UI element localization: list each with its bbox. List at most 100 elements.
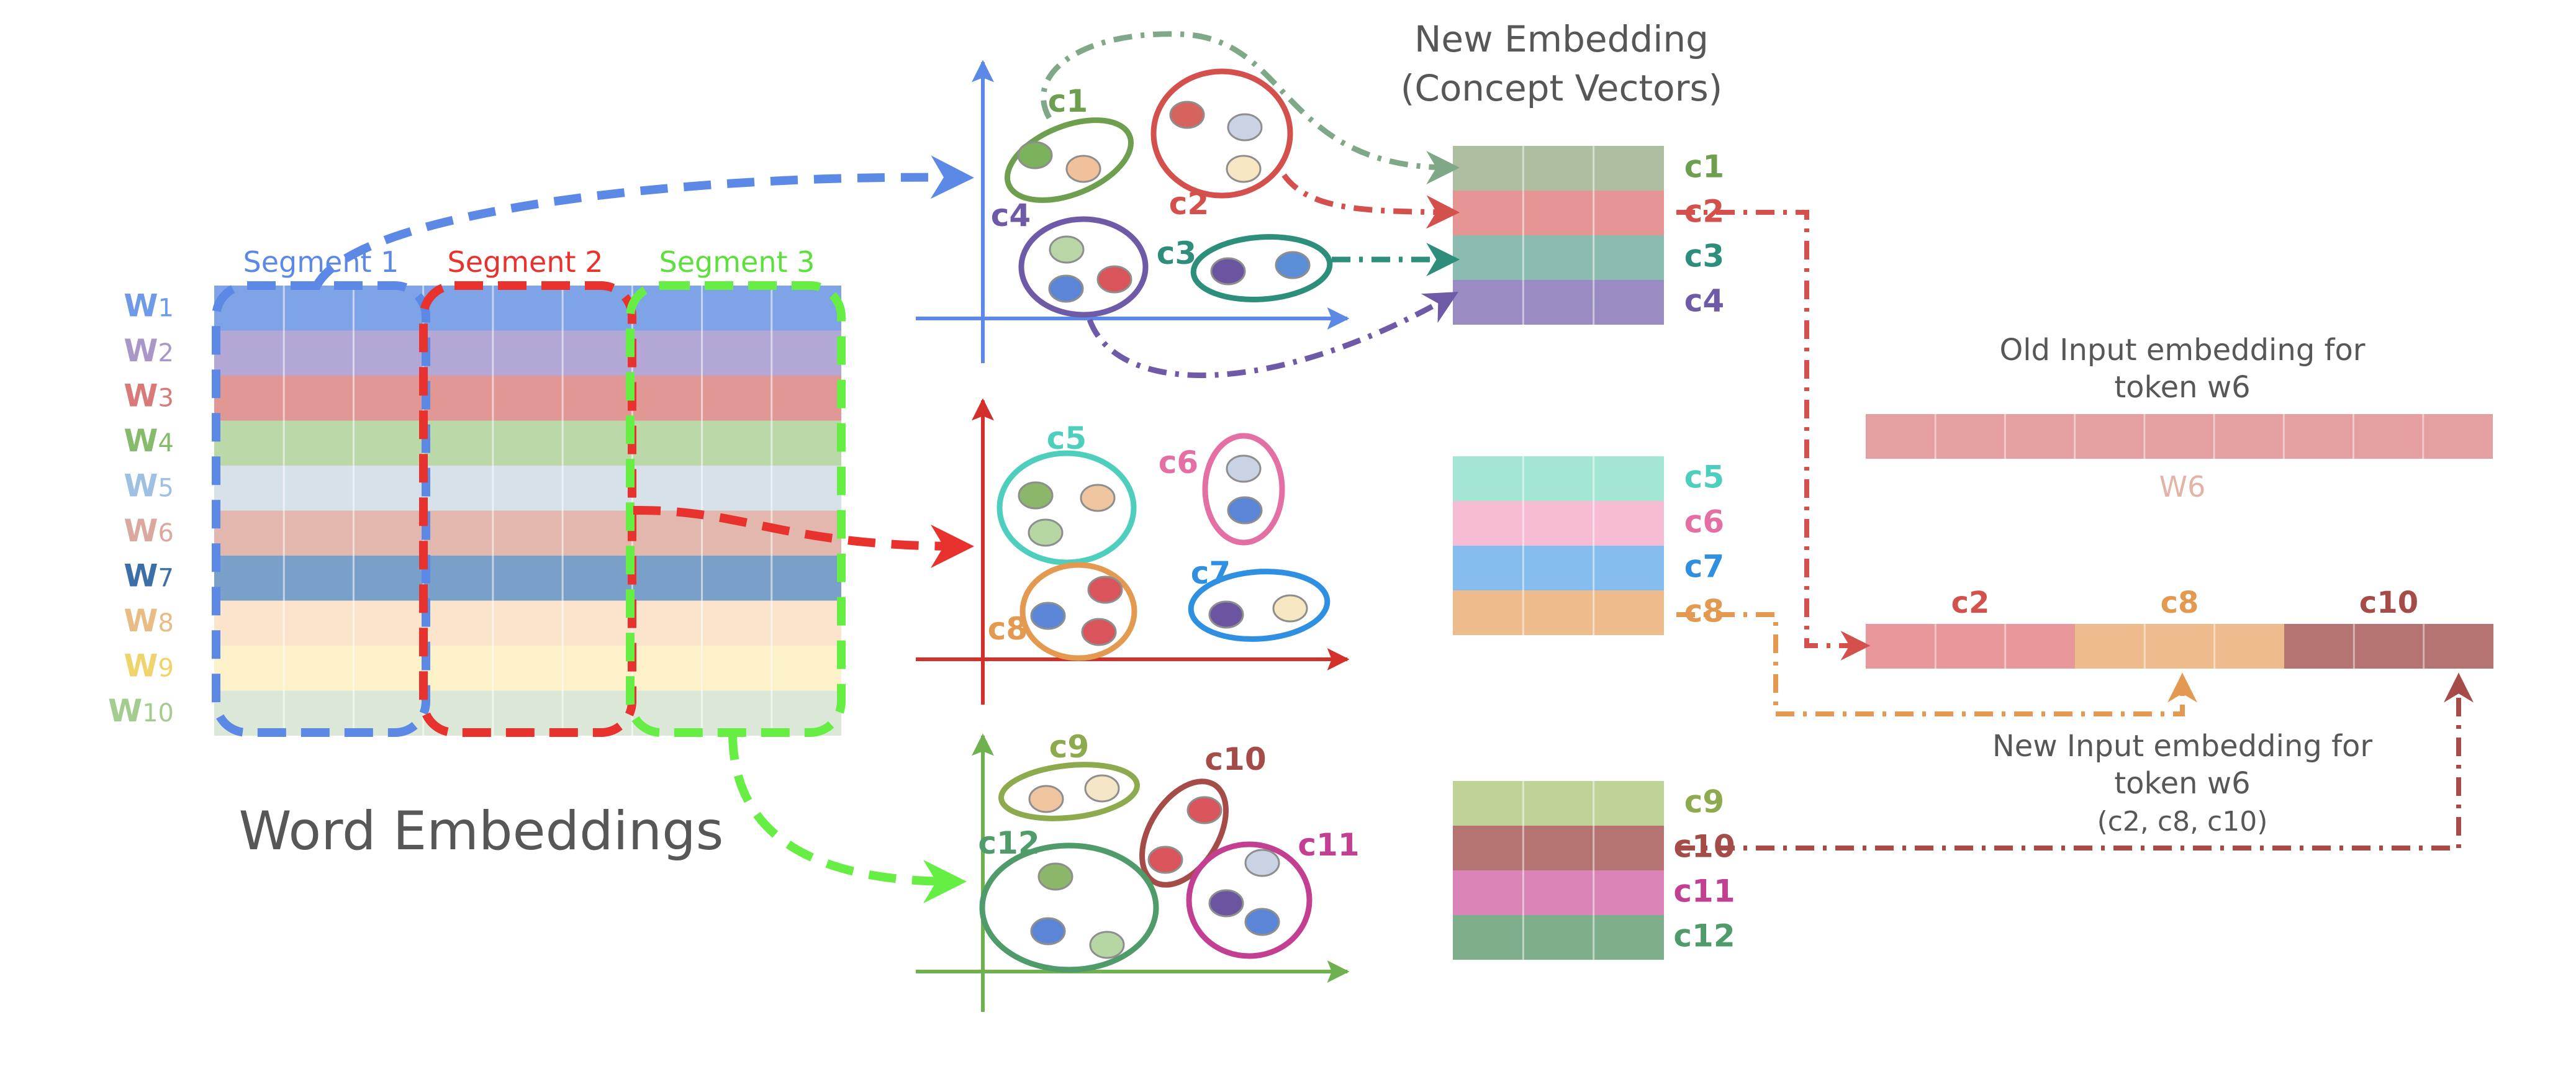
concept-vector-c10 [1453,826,1664,870]
concept-plot-1 [916,60,1350,363]
cluster-c6: c6 [1159,433,1285,546]
concept-vector-c6 [1453,501,1664,546]
cluster-c8-ellipse [1019,562,1137,661]
concept-vector-c11 [1453,870,1664,915]
word-row-w9 [214,646,841,691]
c1-to-vector-arrow [1041,31,1460,184]
concept-vector-c9 [1453,781,1664,826]
cluster-c11: c11 [1186,827,1360,959]
concept-vector-c8 [1453,590,1664,635]
new-input-part-c8 [2075,624,2284,669]
cluster-c10-point [1147,846,1183,874]
word-label-number: 1 [158,294,174,322]
cluster-c2: c2 [1150,68,1293,222]
cluster-c11-point [1244,849,1280,877]
word-label-prefix: W [124,423,158,459]
cluster-c11-point [1208,889,1244,918]
cluster-c12-label: c12 [978,825,1039,861]
cluster-c12-point [1037,862,1073,891]
word-label-number: 9 [158,654,174,682]
segment-3-label: Segment 3 [659,245,815,279]
cluster-c2-ellipse [1150,68,1293,199]
word-label-w2: W2 [124,333,174,369]
new-input-title-line3: (c2, c8, c10) [2097,806,2268,837]
new-embedding-title-line2: (Concept Vectors) [1401,67,1723,109]
word-label-prefix: W [124,467,158,503]
c8-to-new-input-connector [1676,612,2197,716]
concept-vector-c2 [1453,191,1664,235]
word-label-w9: W9 [124,648,174,684]
cluster-c11-point [1244,908,1280,936]
cluster-c5-point [1028,518,1064,547]
new-embedding-title-line1: New Embedding [1414,18,1709,60]
cluster-c10-label: c10 [1204,741,1266,777]
cluster-c12: c12 [978,825,1159,973]
new-input-part-c10 [2284,624,2493,669]
cluster-c3-label: c3 [1157,235,1196,271]
word-label-prefix: W [124,513,158,549]
word-row-w6 [214,510,841,556]
word-label-w1: W1 [124,287,174,323]
c10-to-new-input-connector [1676,672,2474,851]
concept-vector-label-c9: c9 [1684,783,1724,819]
cluster-c12-ellipse [979,842,1159,973]
c4-to-vector-arrow [1087,291,1459,378]
cluster-c7: c7 [1188,555,1331,642]
cluster-c1-point [1017,141,1053,169]
new-input-part-label-c10: c10 [2359,585,2418,620]
cluster-c7-point [1208,600,1244,629]
word-row-w2 [214,330,841,376]
concept-vector-c1 [1453,146,1664,191]
word-row-w5 [214,466,841,511]
cluster-c8-point [1081,618,1117,646]
cluster-c8-point [1087,575,1123,604]
concept-vector-label-c11: c11 [1673,873,1735,909]
word-row-w7 [214,556,841,601]
cluster-c12-point [1089,931,1125,959]
segment-1-outline [212,281,430,737]
cluster-c4-point [1049,235,1085,264]
word-label-prefix: W [108,693,142,729]
cluster-c4-point [1096,265,1132,294]
cluster-c1-ellipse [1004,117,1134,203]
word-label-prefix: W [124,377,158,413]
word-label-number: 10 [142,699,174,728]
cluster-c9-point [1028,785,1064,813]
concept-vector-label-c1: c1 [1684,148,1724,184]
old-input-embedding-bar [1866,414,2493,459]
segment-2-label: Segment 2 [448,245,603,279]
old-input-bar-fill [1866,414,2493,459]
concept-vector-c4 [1453,280,1664,325]
word-label-number: 5 [158,474,174,502]
cluster-c6-point [1226,454,1262,483]
word-label-number: 2 [158,339,174,368]
cluster-c10: c10 [1139,741,1267,888]
concept-plot-2 [916,398,1350,705]
concept-vector-label-c4: c4 [1684,282,1724,318]
concept-plot-3 [916,733,1350,1012]
cluster-c4-label: c4 [991,197,1031,233]
cluster-c3-ellipse [1190,234,1333,302]
cluster-c8-point [1030,602,1066,630]
cluster-c2-label: c2 [1169,186,1209,222]
cluster-c1-label: c1 [1048,83,1088,119]
cluster-c7-point [1272,594,1308,623]
cluster-c3: c3 [1157,234,1333,302]
word-label-number: 4 [158,429,174,458]
word-label-number: 8 [158,609,174,638]
segment-2-outline [419,281,636,737]
word-label-w7: W7 [124,557,174,593]
cluster-c9-ellipse [998,762,1140,821]
cluster-c2-point [1226,155,1262,183]
cluster-c10-ellipse [1139,778,1229,888]
word-label-w5: W5 [124,467,174,503]
cluster-c4-point [1048,274,1084,303]
cluster-c9-point [1084,774,1120,803]
cluster-c5: c5 [997,420,1137,566]
word-embeddings-title: Word Embeddings [239,800,724,862]
word-label-w10: W10 [108,693,174,729]
word-label-prefix: W [124,557,158,593]
